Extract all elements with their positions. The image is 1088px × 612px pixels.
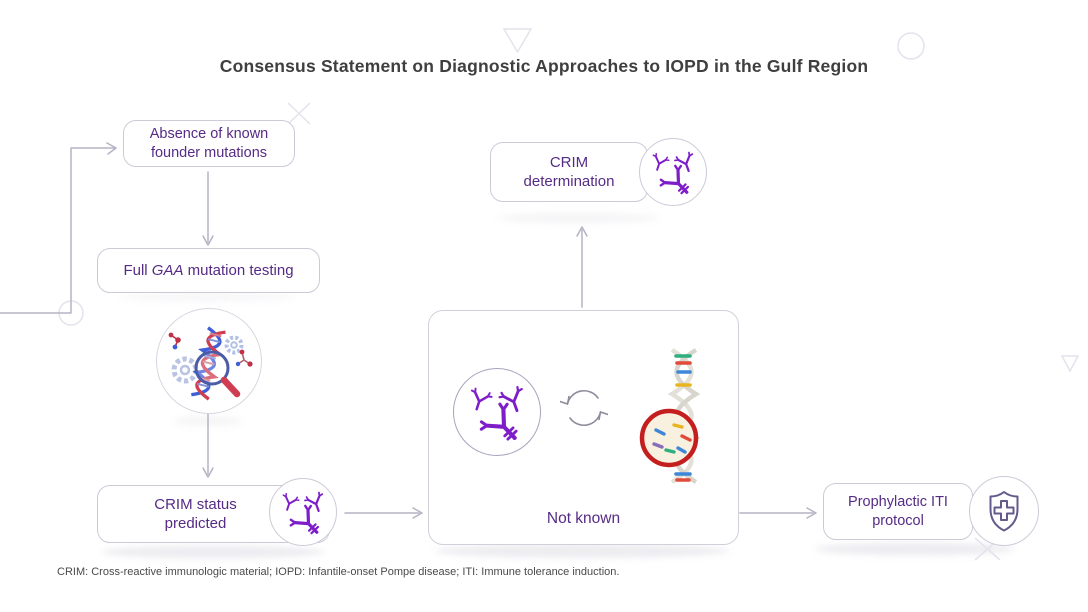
shield-cross-icon	[969, 476, 1039, 546]
antibodies-art	[282, 491, 324, 535]
arrowhead-down-1	[202, 235, 214, 246]
arrowhead-up	[576, 226, 588, 237]
node-absence-label: Absence of known founder mutations	[149, 125, 269, 161]
footnote-abbreviations: CRIM: Cross-reactive immunologic materia…	[57, 566, 620, 578]
antibodies-icon	[269, 478, 337, 546]
arrowhead-right-2	[806, 507, 817, 519]
node-prophylactic-iti: Prophylactic ITI protocol	[823, 483, 973, 540]
magnifier-icon	[194, 350, 241, 398]
circle-artifact-top-right	[897, 32, 925, 60]
node-prophylactic-label: Prophylactic ITI protocol	[848, 493, 948, 529]
cycle-icon	[560, 389, 608, 427]
antibodies-icon	[639, 138, 707, 206]
node-crim-status-label: CRIM status predicted	[154, 495, 237, 532]
x-artifact-left	[287, 102, 311, 125]
background-artifacts	[58, 28, 1080, 561]
arrowhead-entry	[106, 142, 117, 155]
shield-cross-art	[989, 491, 1019, 532]
node-full-gaa-label: Full GAA mutation testing	[123, 261, 294, 279]
node-crim-determination-label: CRIM determination	[523, 153, 615, 190]
page-title: Consensus Statement on Diagnostic Approa…	[219, 56, 869, 76]
dna-analysis-icon	[156, 308, 262, 414]
dna-analysis-art	[168, 326, 253, 401]
arrowhead-right-1	[412, 507, 423, 519]
antibodies-art	[470, 385, 523, 441]
antibodies-art	[652, 151, 694, 195]
node-absence-founder-mutations: Absence of known founder mutations	[123, 120, 295, 167]
soft-shadows	[101, 212, 1015, 559]
edge-entry	[0, 147, 116, 314]
dna-magnified-icon	[639, 348, 701, 484]
gaa-gene-italic: GAA	[151, 261, 184, 279]
arrowhead-down-2	[202, 467, 214, 478]
node-not-known-label: Not known	[546, 510, 621, 527]
molecule-icon	[168, 332, 253, 367]
node-crim-determination: CRIM determination	[490, 142, 648, 202]
node-full-gaa-testing: Full GAA mutation testing	[97, 248, 320, 293]
triangle-artifact-top	[502, 28, 533, 54]
antibodies-icon	[453, 368, 541, 456]
triangle-artifact-right	[1060, 355, 1080, 373]
